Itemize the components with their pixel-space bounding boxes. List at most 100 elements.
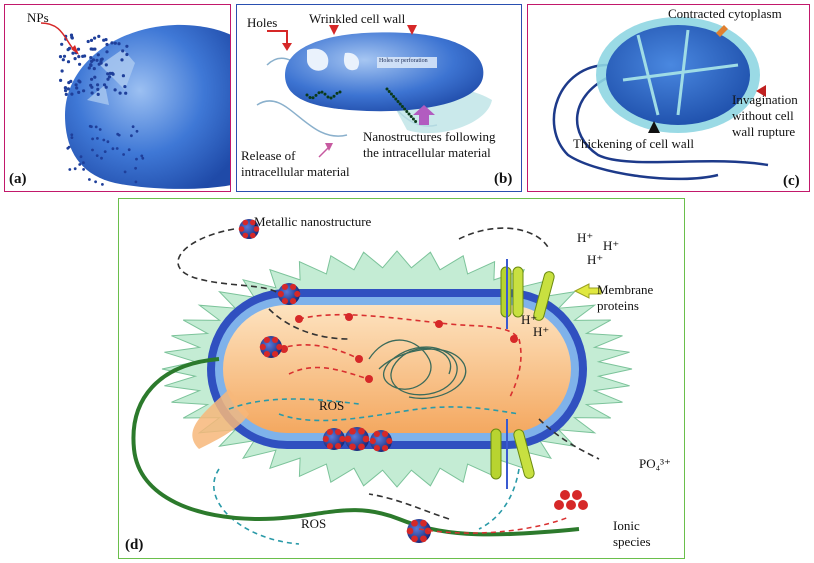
panel-c-illustration (552, 17, 769, 181)
label-hplus-2: H⁺ (603, 238, 620, 253)
nanoparticle (94, 180, 97, 184)
nanostructure-dot (338, 90, 342, 94)
nanoparticle (100, 57, 104, 61)
nanoparticle (77, 90, 81, 94)
nanoparticle (61, 58, 65, 62)
label-hplus-5: H⁺ (533, 324, 550, 339)
nanostructure-dot (394, 97, 398, 101)
metallic-nanoparticles (238, 219, 432, 543)
nanoparticle (130, 134, 133, 138)
nanoparticle (108, 71, 112, 75)
nanoparticle (78, 163, 82, 166)
nanoparticle (96, 53, 100, 57)
nanoparticle (89, 56, 93, 60)
transport-arrows (177, 227, 600, 520)
label-nps: NPs (27, 10, 49, 25)
nanoparticle (105, 50, 109, 54)
nanoparticle (110, 41, 114, 45)
nanoparticle (62, 54, 67, 58)
nanoparticle (96, 87, 100, 91)
nanoparticle (59, 78, 63, 82)
nanoparticle (88, 178, 91, 181)
nanoparticle (113, 41, 117, 45)
nanoparticle (67, 81, 71, 85)
nanoparticle (70, 92, 74, 96)
label-invagination-3: wall rupture (732, 124, 796, 139)
nanoparticle (107, 75, 112, 79)
nanostructure-dot (407, 112, 411, 116)
label-nanostructures-1: Nanostructures following (363, 129, 496, 144)
nanoparticle (89, 63, 93, 67)
label-wrinkled: Wrinkled cell wall (309, 11, 406, 26)
nanoparticle (66, 146, 70, 150)
label-ionic-1: Ionic (613, 518, 640, 533)
label-hplus-1: H⁺ (577, 230, 594, 245)
ionic-arrow (418, 516, 570, 534)
nanoparticle (90, 125, 93, 129)
nanostructure-dot (405, 110, 409, 113)
nanoparticle (75, 86, 79, 90)
nanoparticle (95, 154, 99, 158)
label-contracted: Contracted cytoplasm (668, 6, 782, 21)
label-membrane-1: Membrane (597, 282, 654, 297)
intracellular-nanoparticles (280, 313, 518, 383)
nanostructure-dots-b (305, 87, 418, 123)
nanoparticle (91, 137, 94, 141)
nanoparticle (91, 58, 96, 62)
label-hplus-3: H⁺ (587, 252, 604, 267)
nanostructure-dot (403, 107, 407, 111)
intracellular-nanoparticle (355, 355, 363, 363)
nanostructure-dot (311, 96, 315, 100)
nanoparticle (60, 42, 64, 46)
ros-arrows (213, 398, 520, 545)
membrane-proteins (490, 266, 555, 480)
nanostructure-dot (400, 105, 404, 108)
nanoparticle (134, 166, 138, 170)
nanoparticle (100, 156, 103, 160)
nanoparticle (76, 47, 81, 51)
nanoparticle (82, 161, 85, 165)
flagellum-d (131, 357, 580, 537)
nanoparticle (102, 38, 106, 42)
nanoparticle (70, 136, 74, 140)
nanoparticle (118, 91, 122, 95)
nanoparticle (78, 62, 82, 66)
nanostructure-dot (387, 90, 391, 93)
nanoparticle (71, 51, 75, 55)
nanostructure-dot (317, 91, 321, 95)
flagellum-c-1 (552, 63, 719, 181)
panel-a-illustration (40, 22, 230, 189)
metallic-nanoparticle (344, 427, 370, 451)
metallic-nanoparticle (322, 428, 346, 450)
nanoparticle (98, 128, 102, 131)
nanoparticle (102, 83, 107, 87)
nanoparticle (73, 167, 77, 171)
nanoparticle (74, 83, 78, 87)
nanoparticle (92, 67, 96, 71)
cytoplasm (223, 305, 571, 433)
nanostructure-dot (320, 90, 324, 94)
leaking-material (192, 389, 249, 449)
nanostructure-dot (398, 102, 402, 106)
nanoparticle (82, 89, 86, 93)
nanostructure-dot (411, 117, 415, 121)
nanoparticle (102, 138, 106, 142)
nanoparticle (91, 47, 95, 51)
nanoparticle (101, 183, 104, 186)
nanoparticle (125, 52, 129, 57)
nanoparticle (96, 83, 100, 87)
nanoparticle (90, 91, 94, 95)
holes-pointer (267, 30, 288, 45)
label-metallic: Metallic nanostructure (254, 214, 372, 229)
label-ros-outer: ROS (301, 516, 327, 531)
nanoparticle (66, 60, 71, 64)
invagination-arrow (756, 85, 766, 97)
nanoparticle (90, 77, 94, 81)
metallic-nanoparticle (369, 430, 393, 452)
panel-b: Holes Wrinkled cell wall Holes or perfor… (236, 4, 522, 192)
hole-2-b (343, 52, 360, 71)
nanoparticle (123, 85, 127, 89)
nanoparticle (124, 91, 128, 95)
intracellular-nanoparticle (510, 335, 518, 343)
label-holes: Holes (247, 15, 278, 30)
